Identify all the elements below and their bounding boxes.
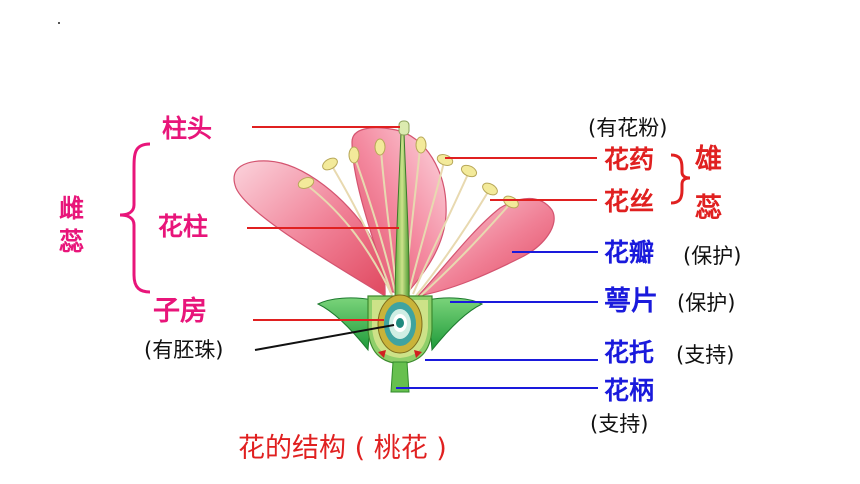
anther-label: 花药	[604, 145, 655, 174]
sepal-label: 萼片	[604, 286, 658, 317]
pedicel-label: 花柄	[604, 376, 655, 405]
filaments	[307, 147, 510, 299]
corner-dot	[58, 22, 60, 24]
anthers	[297, 136, 519, 209]
stigma-label: 柱头	[162, 114, 213, 143]
filament-label: 花丝	[604, 187, 655, 216]
pollen-note: (有花粉)	[588, 116, 668, 140]
pistil-label: 雌 蕊	[59, 194, 85, 256]
petal-note: (保护)	[683, 244, 742, 268]
stamen-bracket	[670, 153, 691, 205]
receptacle-label: 花托	[604, 338, 655, 367]
ovary	[377, 294, 423, 354]
pedicel-note: (支持)	[590, 412, 649, 436]
sepal-note: (保护)	[677, 291, 736, 315]
pedicel	[390, 361, 410, 393]
stamen-label-2: 蕊	[695, 193, 722, 224]
stamen-label-1: 雄	[695, 144, 722, 175]
pistil-bracket	[119, 142, 151, 294]
diagram-caption: 花的结构 ( 桃花 )	[238, 433, 447, 464]
petal-right	[416, 197, 555, 297]
ovule-note: (有胚珠)	[144, 338, 224, 362]
style-label: 花柱	[158, 212, 209, 241]
leader-ovule	[254, 324, 395, 351]
receptacle-note: (支持)	[676, 343, 735, 367]
stigma	[398, 120, 410, 136]
sepal-right	[427, 297, 484, 352]
ovary-label: 子房	[153, 296, 207, 327]
sepal-left	[316, 297, 373, 352]
petal-label: 花瓣	[604, 238, 655, 267]
